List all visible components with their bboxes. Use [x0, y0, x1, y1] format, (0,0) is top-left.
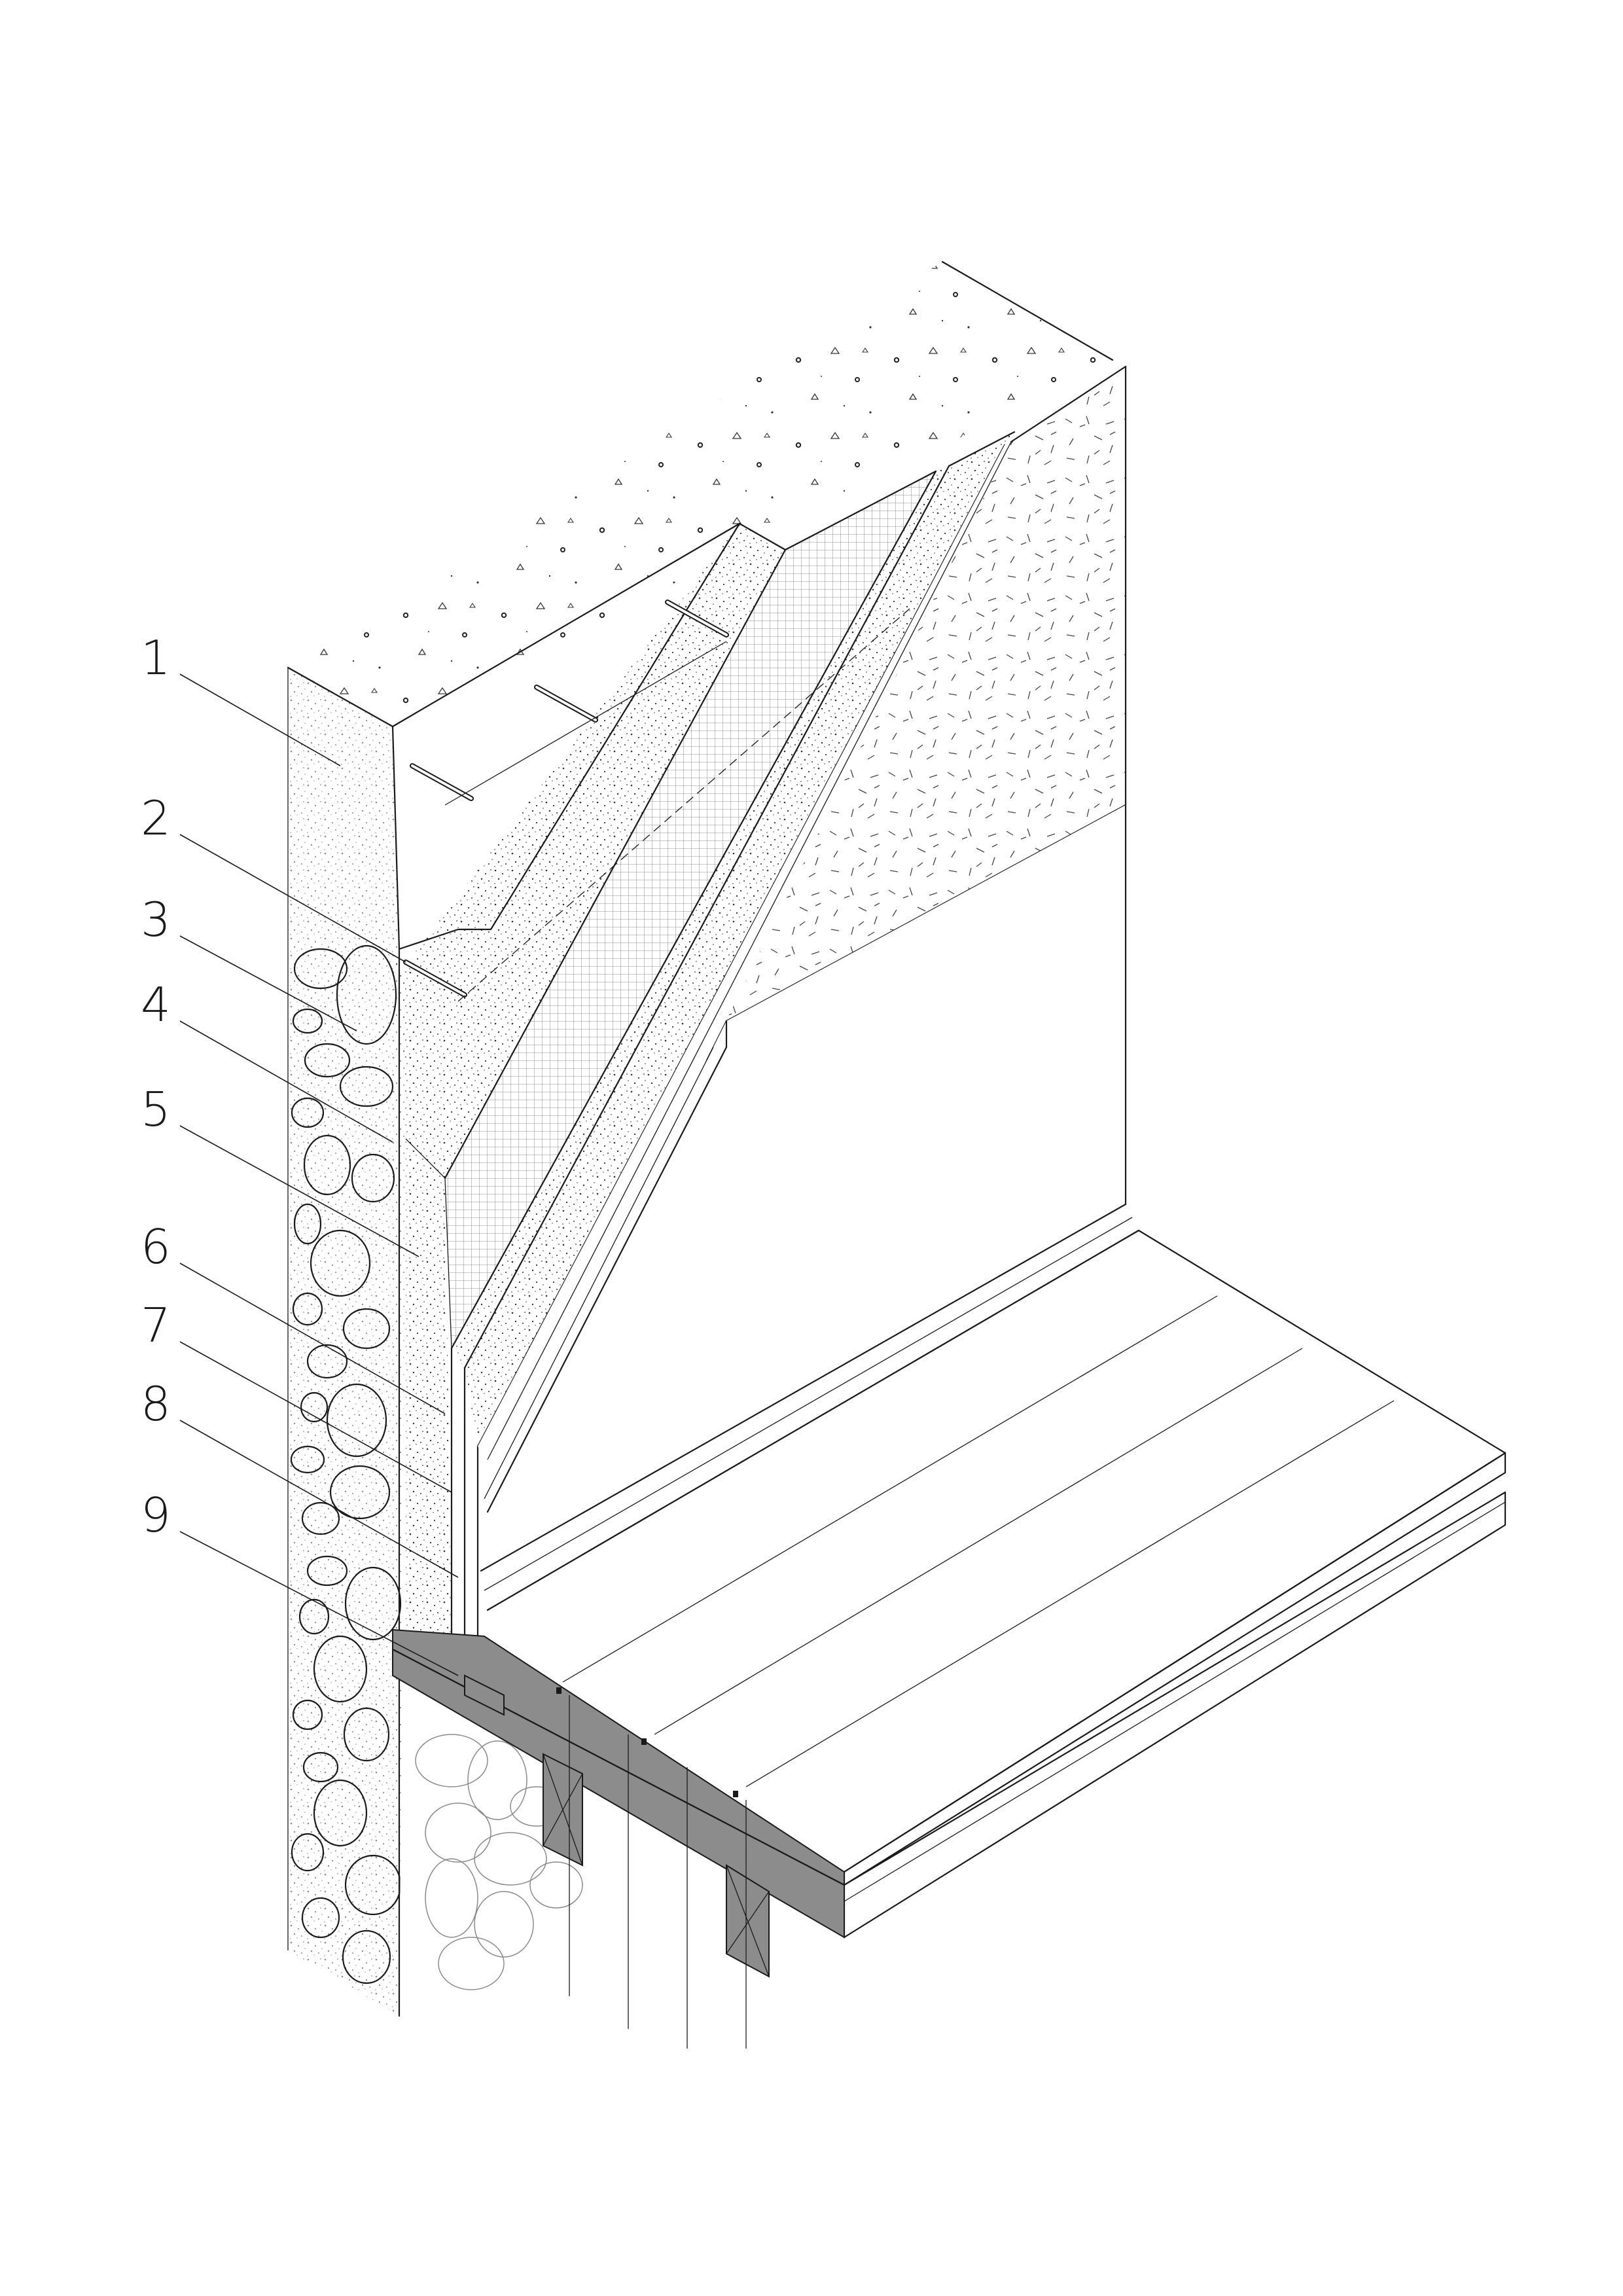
callout-leaders [179, 673, 459, 1676]
insulation-anchor-pins [403, 600, 910, 1002]
floor-joist-1 [543, 1753, 583, 1867]
rubble-masonry-wall [287, 668, 406, 2017]
callout-numbers: 1 2 3 4 5 6 7 8 9 [141, 630, 171, 1543]
floor-joist-2 [726, 1864, 770, 1978]
callout-9: 9 [141, 1488, 171, 1543]
callout-5: 5 [141, 1082, 171, 1137]
callout-2: 2 [141, 791, 171, 846]
callout-3: 3 [141, 892, 171, 947]
floor-joist-left [464, 1674, 505, 1716]
callout-8: 8 [141, 1376, 171, 1431]
rubble-fill-below-floor [415, 1734, 583, 1990]
callout-4: 4 [141, 977, 171, 1032]
interior-wall-finish-board [481, 804, 1127, 1571]
inner-lining-layer [478, 441, 1012, 1460]
timber-sill-batten [391, 1628, 846, 1939]
callout-1: 1 [141, 630, 171, 685]
levelling-render-layer [393, 522, 787, 1636]
timber-floorboards [484, 1229, 1507, 1886]
callout-6: 6 [141, 1219, 171, 1274]
substructure-lines [569, 1695, 747, 2049]
callout-7: 7 [141, 1298, 171, 1353]
